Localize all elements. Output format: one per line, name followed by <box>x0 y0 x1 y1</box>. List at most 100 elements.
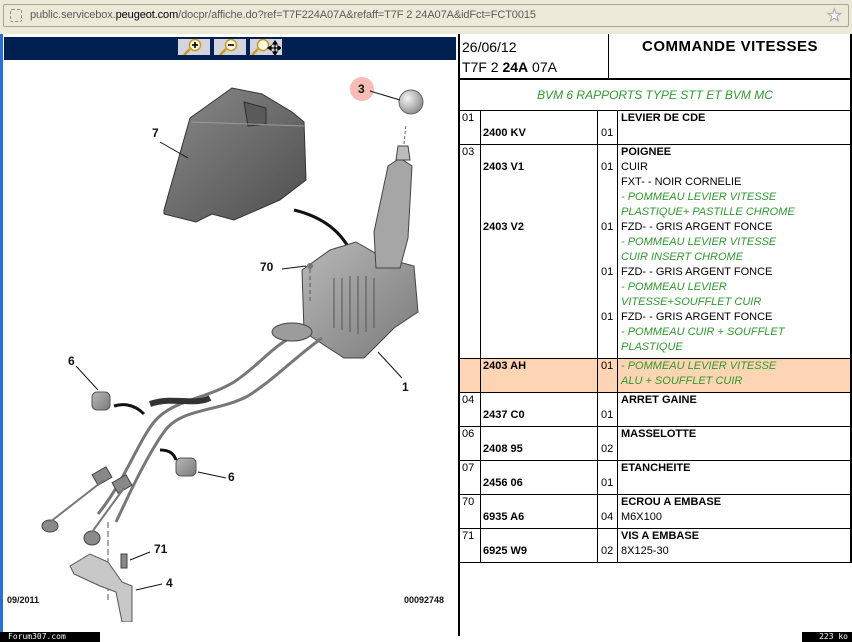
part-description: VIS A EMBASE <box>621 530 700 542</box>
part-quantity: 01 <box>601 266 614 278</box>
zoom-pan-icon <box>251 39 281 55</box>
part-line: - POMMEAU LEVIER VITESSE <box>460 190 850 205</box>
part-line: PLASTIQUE+ PASTILLE CHROME <box>460 205 850 220</box>
column-divider <box>481 529 598 562</box>
part-line: PLASTIQUE <box>460 340 850 355</box>
part-line: CUIR INSERT CHROME <box>460 250 850 265</box>
column-divider <box>598 529 618 562</box>
header-date: 26/06/12 <box>462 39 517 55</box>
part-number[interactable]: 2456 06 <box>483 477 523 489</box>
column-divider <box>598 359 618 392</box>
pane-border <box>0 34 3 636</box>
column-divider <box>460 393 481 426</box>
weight-part-6-a <box>91 391 111 411</box>
callout-3[interactable]: 3 <box>358 82 365 96</box>
part-description: LEVIER DE CDE <box>621 112 706 124</box>
url-host: peugeot.com <box>115 9 179 21</box>
subtitle-row: BVM 6 RAPPORTS TYPE STT ET BVM MC <box>460 80 852 111</box>
parts-header: 26/06/12 T7F 2 24A 07A COMMANDE VITESSES <box>460 34 852 80</box>
part-number[interactable]: 2408 95 <box>483 443 523 455</box>
part-quantity: 01 <box>601 311 614 323</box>
bookmark-star-icon[interactable]: ★ <box>826 6 842 26</box>
part-number[interactable]: 2403 V2 <box>483 221 524 233</box>
diagram-date: 09/2011 <box>7 595 40 605</box>
callout-71[interactable]: 71 <box>154 542 168 556</box>
part-line: 01 LEVIER DE CDE <box>460 111 850 126</box>
zoom-out-button[interactable] <box>214 39 246 55</box>
address-bar[interactable]: public.servicebox.peugeot.com/docpr/affi… <box>3 4 849 27</box>
column-divider <box>481 495 598 528</box>
part-ref: 04 <box>462 394 475 406</box>
column-divider <box>460 427 481 460</box>
ref-bold: 24A <box>502 59 529 75</box>
part-description: VITESSE+SOUFFLET CUIR <box>621 296 762 308</box>
part-description: - POMMEAU LEVIER VITESSE <box>621 191 777 203</box>
gear-knob-part-3 <box>398 89 424 115</box>
part-description: ETANCHEITE <box>621 462 691 474</box>
zoom-pan-button[interactable] <box>250 39 282 55</box>
callout-6-b[interactable]: 6 <box>228 470 235 484</box>
cable-end-a <box>41 519 59 533</box>
column-divider <box>598 393 618 426</box>
callout-70[interactable]: 70 <box>260 260 274 274</box>
column-divider <box>460 111 481 144</box>
callout-1[interactable]: 1 <box>402 380 409 394</box>
part-description: 8X125-30 <box>621 545 669 557</box>
part-description: - POMMEAU LEVIER <box>621 281 727 293</box>
diagram-pane: 7 3 70 1 6 6 71 4 09/2011 00092748 <box>0 34 458 636</box>
column-divider <box>598 461 618 494</box>
part-number[interactable]: 2403 AH <box>483 360 527 372</box>
url-text[interactable]: public.servicebox.peugeot.com/docpr/affi… <box>30 9 536 21</box>
diagram-number: 00092748 <box>404 595 445 605</box>
part-description: CUIR <box>621 161 648 173</box>
part-number[interactable]: 2400 KV <box>483 127 526 139</box>
gear-shift-illustration <box>41 77 424 623</box>
cable-end-b <box>83 530 101 546</box>
part-ref: 03 <box>462 146 475 158</box>
part-ref: 01 <box>462 112 475 124</box>
part-line: FXT- - NOIR CORNELIE <box>460 175 850 190</box>
part-line: - POMMEAU LEVIER VITESSE <box>460 235 850 250</box>
column-divider <box>460 495 481 528</box>
part-description: FZD- - GRIS ARGENT FONCE <box>621 266 773 278</box>
part-description: MASSELOTTE <box>621 428 697 440</box>
column-divider <box>598 495 618 528</box>
subtitle: BVM 6 RAPPORTS TYPE STT ET BVM MC <box>537 88 773 102</box>
part-number[interactable]: 2437 C0 <box>483 409 525 421</box>
part-line: - POMMEAU CUIR + SOUFFLET <box>460 325 850 340</box>
part-description: FZD- - GRIS ARGENT FONCE <box>621 221 773 233</box>
zoom-in-icon <box>183 39 202 55</box>
callout-7[interactable]: 7 <box>152 126 159 140</box>
zoom-in-button[interactable] <box>178 39 210 55</box>
parts-pane: 26/06/12 T7F 2 24A 07A COMMANDE VITESSES… <box>458 34 852 636</box>
callout-4[interactable]: 4 <box>166 576 173 590</box>
column-divider <box>598 145 618 358</box>
part-line: - POMMEAU LEVIER <box>460 280 850 295</box>
screw-part-71 <box>120 553 128 569</box>
page-title: COMMANDE VITESSES <box>641 38 819 55</box>
callout-6-a[interactable]: 6 <box>68 354 75 368</box>
url-path: /docpr/affiche.do?ref=T7F224A07A&refaff=… <box>178 9 536 21</box>
part-number[interactable]: 6925 W9 <box>483 545 528 557</box>
header-reference: T7F 2 24A 07A <box>462 59 557 75</box>
part-description: ECROU A EMBASE <box>621 496 722 508</box>
part-number[interactable]: 2403 V1 <box>483 161 524 173</box>
part-number[interactable]: 6935 A6 <box>483 511 525 523</box>
